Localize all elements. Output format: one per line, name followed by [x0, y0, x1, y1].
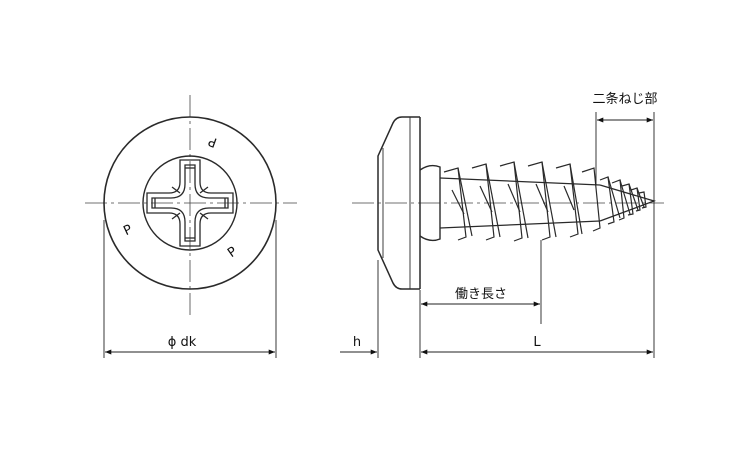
label-head-diameter: ϕ dk — [168, 335, 197, 350]
head-top-view: P P P ϕ dk — [85, 95, 297, 358]
recess-circle — [142, 155, 238, 251]
label-length: L — [533, 335, 541, 350]
screw-head-profile — [377, 116, 421, 290]
screw-threads — [443, 161, 647, 242]
head-outer-circle — [103, 116, 277, 290]
head-mark-p-left: P — [121, 222, 135, 239]
label-double-thread: 二条ねじ部 — [592, 91, 657, 107]
phillips-recess-icon — [146, 159, 234, 247]
screw-neck — [419, 164, 441, 242]
head-mark-p-top: P — [206, 133, 219, 150]
label-head-height: h — [353, 335, 361, 350]
head-mark-p-right: P — [225, 244, 240, 261]
screw-side-view: h L 働き長さ 二条ねじ部 — [340, 91, 664, 358]
label-effective-thread: 働き長さ — [455, 287, 507, 302]
